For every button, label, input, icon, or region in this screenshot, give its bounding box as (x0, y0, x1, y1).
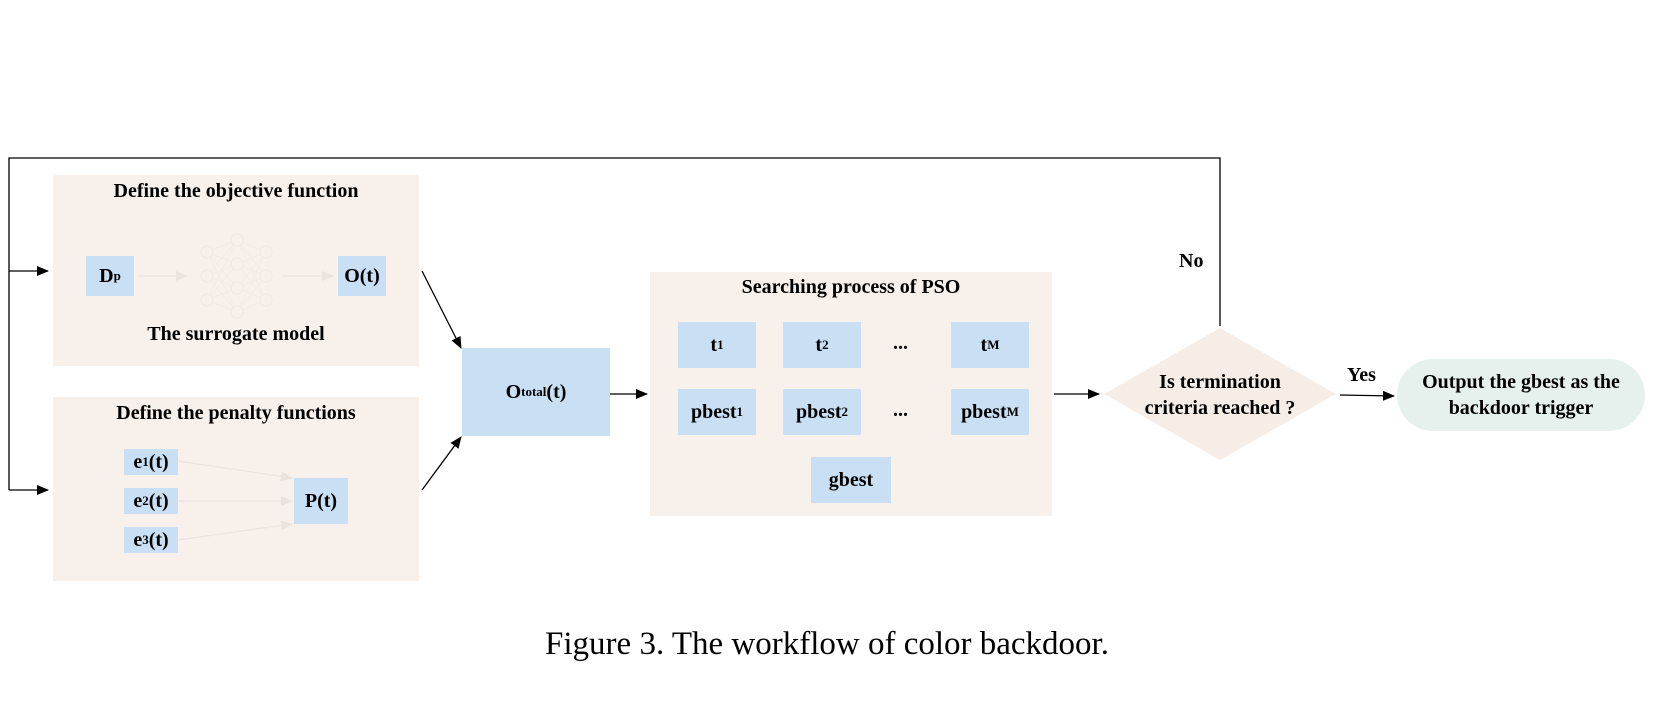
arrow-yes-to-output (1339, 390, 1395, 401)
t-ellipsis: ... (893, 332, 908, 354)
output-node: Output the gbest as the backdoor trigger (1397, 359, 1645, 431)
pbest-ellipsis: ... (893, 399, 908, 421)
decision-line2: criteria reached ? (1144, 397, 1296, 419)
pbestm-main: pbest (961, 400, 1007, 423)
objective-title: Define the objective function (113, 180, 359, 202)
pt-label: P(t) (304, 489, 338, 512)
pbest1-main: pbest (690, 400, 737, 423)
arrow-objective-to-total (421, 270, 462, 349)
ot-label: O(t) (344, 264, 380, 287)
dp-main: D (99, 264, 114, 287)
yes-label: Yes (1347, 364, 1376, 386)
decision-text: Is termination criteria reached ? (1124, 369, 1316, 421)
tm-main: t (980, 333, 988, 356)
surrogate-model-label: The surrogate model (147, 323, 325, 345)
e1-main: e (133, 450, 143, 473)
e2-rest: (t) (148, 489, 169, 512)
total-rest: (t) (546, 380, 567, 403)
figure-caption: Figure 3. The workflow of color backdoor… (545, 626, 1109, 662)
feedback-loop-line (8, 157, 1221, 490)
ot-box: O(t) (338, 256, 386, 296)
t1-main: t (710, 333, 718, 356)
e3-rest: (t) (148, 528, 169, 551)
output-line2: backdoor trigger (1448, 397, 1594, 419)
no-label: No (1179, 250, 1204, 272)
e3-main: e (133, 528, 143, 551)
penalty-panel (53, 397, 419, 581)
decision-line1: Is termination (1159, 371, 1281, 393)
decision-diamond (1104, 328, 1336, 460)
gbest-box: gbest (811, 457, 891, 503)
t2-main: t (815, 333, 823, 356)
pso-title: Searching process of PSO (741, 276, 961, 298)
pt-box: P(t) (294, 478, 348, 524)
output-line1: Output the gbest as the (1422, 371, 1620, 393)
arrow-penalty-to-total (421, 436, 462, 491)
gbest-label: gbest (828, 468, 874, 491)
e2-main: e (133, 489, 143, 512)
pbest2-main: pbest (795, 400, 842, 423)
e1-rest: (t) (148, 450, 169, 473)
total-main: O (505, 380, 522, 403)
penalty-title: Define the penalty functions (116, 402, 356, 424)
